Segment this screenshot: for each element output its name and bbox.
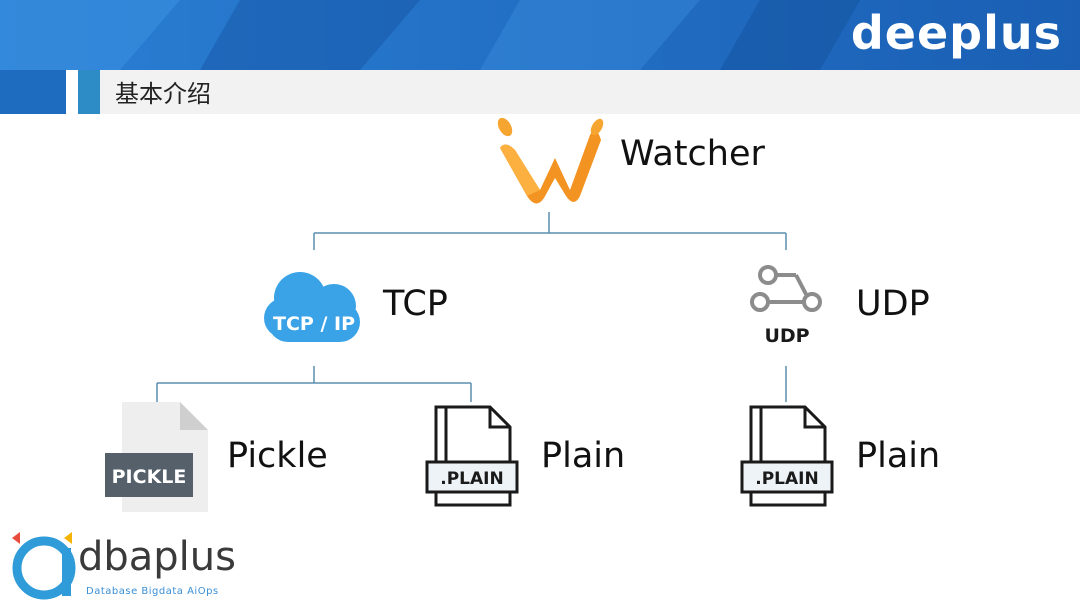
pickle-label: Pickle xyxy=(227,436,328,476)
dbaplus-wordmark: dbaplus xyxy=(78,534,236,580)
plain-udp-icon-text: .PLAIN xyxy=(755,469,818,489)
section-title: 基本介绍 xyxy=(115,80,211,108)
tcp-icon-text: TCP / IP xyxy=(273,313,355,335)
watcher-logo-icon xyxy=(497,117,604,204)
dbaplus-tagline: Database Bigdata AiOps xyxy=(86,586,219,597)
plain-udp-label: Plain xyxy=(856,436,941,476)
top-banner: deeplus xyxy=(0,0,1080,70)
udp-label: UDP xyxy=(856,284,930,324)
connector-lines xyxy=(156,212,787,402)
udp-share-icon: UDP xyxy=(750,265,822,347)
plain-file-icon-udp: .PLAIN xyxy=(740,405,834,507)
banner-background xyxy=(0,0,1080,70)
tcp-cloud-icon: TCP / IP xyxy=(264,272,360,342)
tcp-label: TCP xyxy=(383,284,448,324)
section-bar xyxy=(0,70,1080,114)
pickle-icon-text: PICKLE xyxy=(112,466,187,488)
brand-logo: deeplus xyxy=(850,6,1062,60)
plain-tcp-icon-text: .PLAIN xyxy=(440,469,503,489)
plain-tcp-label: Plain xyxy=(541,436,626,476)
udp-icon-text: UDP xyxy=(764,325,809,347)
pickle-file-icon: PICKLE xyxy=(105,402,208,512)
watcher-label: Watcher xyxy=(620,134,765,174)
plain-file-icon-tcp: .PLAIN xyxy=(425,405,519,507)
dbaplus-logo-icon xyxy=(12,532,76,600)
